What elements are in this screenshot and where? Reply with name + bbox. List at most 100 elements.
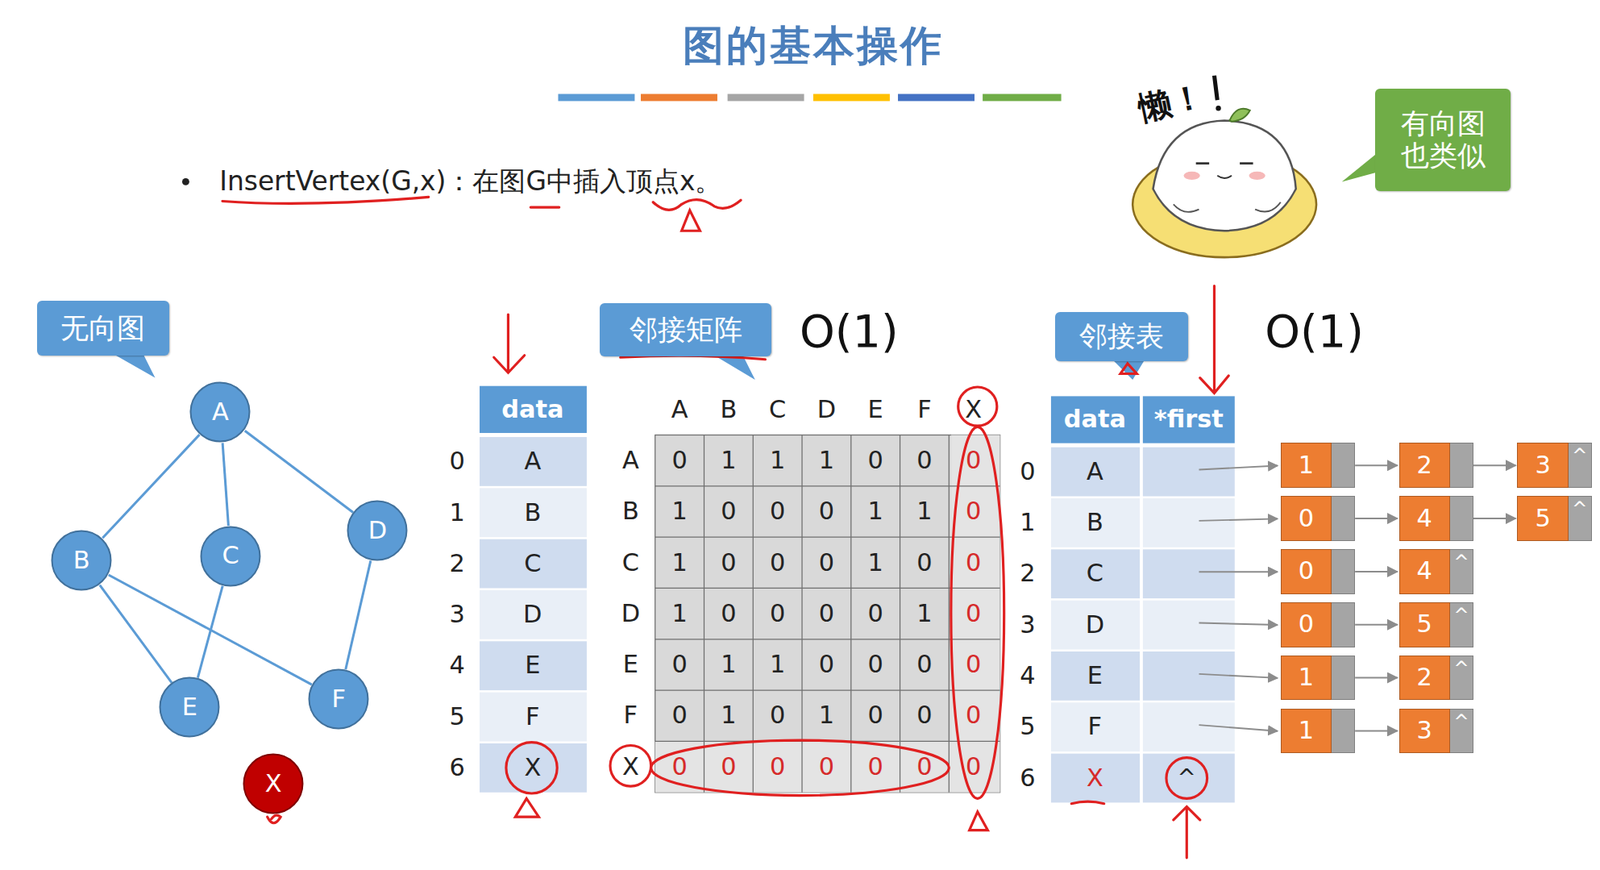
row-index: 6 <box>448 753 465 781</box>
data-table <box>479 539 587 589</box>
row-index: 1 <box>1019 508 1035 536</box>
first-pointer-arrows <box>1198 570 1277 573</box>
mascot-illustration <box>1213 75 1218 100</box>
vertex-circle: X <box>242 752 304 815</box>
first-pointer-arrows <box>1198 465 1277 731</box>
red-annotations <box>951 426 1005 798</box>
pointer-arrow <box>1354 623 1397 626</box>
row-header: D <box>621 599 640 627</box>
list-value: 0 <box>1298 556 1314 586</box>
adjacency-list-table <box>1142 548 1235 599</box>
mascot-illustration <box>1196 162 1254 165</box>
red-annotations <box>506 742 557 794</box>
matrix-cell: 0 <box>916 752 932 780</box>
list-node: 1 <box>1280 655 1355 701</box>
list-pointer-field <box>1331 602 1355 648</box>
list-data-field: 3 <box>1399 708 1451 754</box>
null-pointer: ^ <box>1453 710 1469 732</box>
red-annotations <box>530 206 559 209</box>
vertex-label: F <box>332 685 346 714</box>
table-cell: A <box>1086 457 1104 485</box>
null-pointer: ^ <box>1453 604 1469 626</box>
matrix-grid <box>655 435 1001 793</box>
list-data-field: 4 <box>1399 495 1451 541</box>
data-table <box>479 386 587 433</box>
matrix-cell: 0 <box>769 498 786 525</box>
matrix-cell: 0 <box>720 498 736 525</box>
list-data-field: 1 <box>1280 442 1332 488</box>
list-data-field: 2 <box>1399 442 1451 488</box>
vertex-label: B <box>73 546 91 575</box>
matrix-cell: 0 <box>769 548 786 576</box>
red-annotations <box>494 314 525 373</box>
slide-title: 图的基本操作 <box>682 23 944 69</box>
list-data-field: 4 <box>1399 548 1451 595</box>
first-pointer-arrows <box>1198 623 1277 626</box>
row-index: 5 <box>1019 713 1035 740</box>
red-annotations <box>222 196 1229 857</box>
color-bars <box>557 94 1061 102</box>
list-value: 1 <box>1298 716 1314 745</box>
adjacency-list-table <box>1051 395 1140 443</box>
row-header: C <box>622 548 640 576</box>
data-table <box>479 590 587 640</box>
red-annotations <box>222 196 429 204</box>
adjacency-list-table <box>1051 395 1235 803</box>
adjacency-list-table <box>1051 600 1140 650</box>
pointer-arrow <box>1354 729 1397 732</box>
pointer-arrow <box>1473 517 1516 520</box>
graph-edge <box>197 585 223 678</box>
table-cell: E <box>1087 661 1103 689</box>
matrix-cell: 1 <box>818 702 835 729</box>
callout-box: 有向图 也类似 <box>1375 88 1510 192</box>
list-node: 4^ <box>1399 548 1474 595</box>
color-bars <box>640 94 718 102</box>
adjacency-list-table <box>1142 395 1235 443</box>
matrix-cell: 0 <box>720 752 736 780</box>
vertex-outline <box>191 382 250 442</box>
table-cell: B <box>523 498 541 526</box>
row-header: E <box>623 650 639 678</box>
matrix-cell: 0 <box>769 702 786 729</box>
matrix-cell: 0 <box>868 599 884 627</box>
list-value: 0 <box>1298 610 1314 639</box>
vertex-circle: F <box>307 668 370 730</box>
list-value: 3 <box>1417 716 1433 745</box>
red-annotations <box>1173 806 1201 857</box>
matrix-cell: 0 <box>720 599 736 627</box>
vertex-circle: B <box>50 529 113 591</box>
table-cell: B <box>1086 508 1104 536</box>
table-header: *first <box>1154 406 1224 433</box>
list-data-field: 0 <box>1280 495 1332 541</box>
null-pointer: ^ <box>1453 657 1469 679</box>
table-header: data <box>1063 406 1127 433</box>
matrix-cell: 0 <box>818 548 835 576</box>
list-pointer-field: ^ <box>1568 495 1592 541</box>
adjacency-list-table <box>1142 498 1235 548</box>
column-header: X <box>964 395 982 423</box>
graph-edge <box>108 574 312 685</box>
pointer-arrow <box>1354 517 1397 520</box>
matrix-cell: 1 <box>720 650 736 678</box>
matrix-cell: 0 <box>818 498 835 525</box>
matrix-cell: 0 <box>916 446 932 474</box>
list-data-field: 2 <box>1399 655 1451 701</box>
red-annotations <box>1120 363 1137 375</box>
mascot-text: 懒！ <box>1135 77 1208 127</box>
list-pointer-field: ^ <box>1450 548 1474 595</box>
data-table <box>479 640 587 690</box>
callout-box: 无向图 <box>37 300 171 355</box>
matrix-cell: 0 <box>671 702 687 729</box>
red-annotations <box>652 199 741 211</box>
row-index: 0 <box>1019 457 1035 485</box>
table-cell: D <box>523 600 542 628</box>
matrix-cell: 1 <box>769 446 786 474</box>
list-data-field: 0 <box>1280 548 1332 595</box>
vertex-outline <box>52 531 112 591</box>
adjacency-list-table <box>1051 651 1140 701</box>
list-pointer-field: ^ <box>1450 655 1474 701</box>
matrix-cell: 0 <box>720 548 736 576</box>
color-bars <box>813 94 890 102</box>
color-bars <box>557 94 635 102</box>
list-node: 4 <box>1399 495 1474 541</box>
